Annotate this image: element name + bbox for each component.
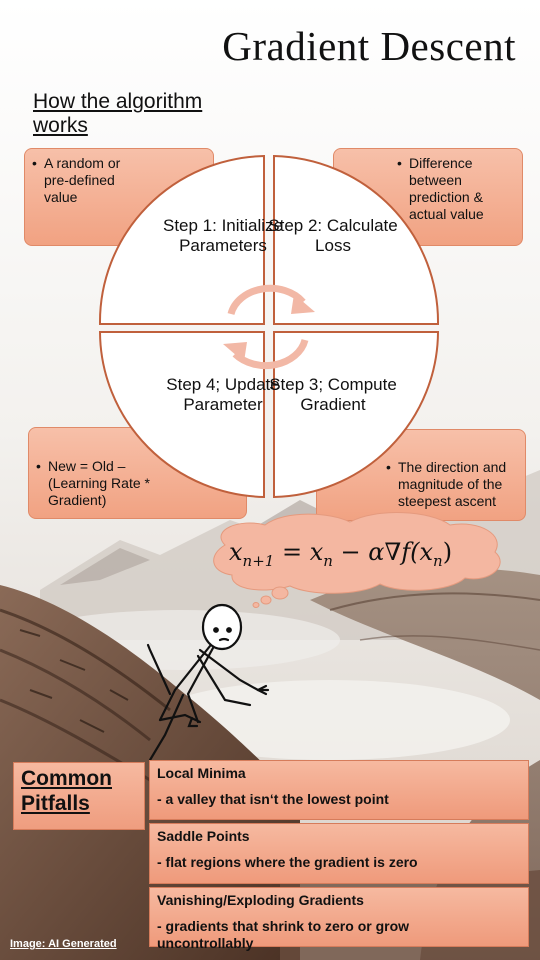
pitfall-vanishing-gradients: Vanishing/Exploding Gradients - gradient…: [149, 887, 529, 951]
formula-inner-sub: n: [433, 551, 443, 570]
step-1-label: Step 1: Initialize Parameters: [162, 216, 283, 255]
image-credit: Image: AI Generated: [10, 938, 117, 950]
quadrant-step-4: [98, 331, 265, 499]
formula-gradient-term: − α∇f(x: [332, 538, 434, 566]
formula-rhs-var: x: [309, 538, 324, 566]
note-update-text: New = Old – (Learning Rate * Gradient): [36, 458, 178, 509]
note-gradient-text: The direction and magnitude of the steep…: [386, 459, 523, 510]
pitfall-title: Local Minima: [157, 765, 246, 781]
pitfall-saddle-points: Saddle Points - flat regions where the g…: [149, 823, 529, 884]
pitfalls-heading-text: Common Pitfalls: [21, 767, 112, 815]
step-3-label: Step 3; Compute Gradient: [269, 375, 397, 414]
pitfall-desc: - a valley that isn‘t the lowest point: [157, 791, 389, 807]
quadrant-step-1: [98, 154, 265, 325]
formula-lhs-sub: n+1: [242, 551, 275, 570]
pitfall-title: Vanishing/Exploding Gradients: [157, 892, 364, 908]
pitfall-title: Saddle Points: [157, 828, 250, 844]
update-rule-formula: xn+1 = xn − α∇f(xn): [229, 538, 452, 570]
quadrant-step-2: [273, 154, 440, 325]
quadrant-step-3: [273, 331, 440, 499]
step-4-label: Step 4; Update Parameter: [166, 375, 280, 414]
pitfalls-heading: Common Pitfalls: [13, 762, 145, 830]
formula-eq: =: [274, 538, 310, 566]
step-2-label: Step 2: Calculate Loss: [268, 216, 398, 255]
pitfall-desc: - flat regions where the gradient is zer…: [157, 854, 418, 870]
pitfall-local-minima: Local Minima - a valley that isn‘t the l…: [149, 760, 529, 820]
formula-lhs-var: x: [229, 538, 243, 566]
stick-figure-illustration: [146, 603, 270, 762]
formula-close: ): [442, 538, 453, 566]
cycle-diagram: [98, 154, 440, 499]
formula-rhs-sub: n: [323, 551, 333, 570]
page-title: Gradient Descent: [222, 23, 516, 69]
section-subtitle: How the algorithm works: [33, 90, 203, 137]
note-initialize-text: A random or pre-defined value: [32, 155, 144, 206]
note-loss-text: Difference between prediction & actual v…: [397, 155, 519, 223]
pitfall-desc: - gradients that shrink to zero or grow …: [157, 918, 410, 951]
